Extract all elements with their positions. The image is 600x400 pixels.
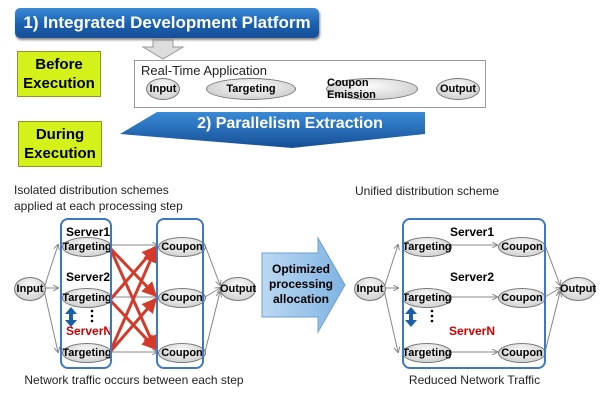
during-line1: During [35,126,85,143]
right-output-node: Output [560,277,596,301]
right-coupon-1: Coupon [498,237,546,257]
left-output-node: Output [220,277,256,301]
arrow-line1: Optimized [271,262,330,276]
right-unified-group [402,218,546,369]
before-execution-label: Before Execution [17,51,101,97]
right-input-node: Input [354,277,386,301]
node-input: Input [146,78,180,100]
left-targeting-n: Targeting [62,343,112,363]
integrated-development-platform-banner: 1) Integrated Development Platform [15,8,319,38]
node-coupon-emission: Coupon Emission [326,77,418,101]
arrow-line3: allocation [272,292,329,306]
node-targeting: Targeting [206,78,296,100]
parallelism-banner-shape [120,112,425,148]
during-execution-label: During Execution [18,121,102,167]
left-panel-title-2: applied at each processing step [14,199,183,213]
left-coupon-n: Coupon [158,343,206,363]
double-arrow-icon [65,307,77,327]
right-targeting-1: Targeting [402,237,452,257]
left-panel-title-1: Isolated distribution schemes [14,183,169,197]
right-coupon-2: Coupon [498,288,546,308]
left-panel-caption: Network traffic occurs between each step [24,373,244,387]
left-targeting-group [60,218,112,369]
left-coupon-1: Coupon [158,237,206,257]
left-targeting-2: Targeting [62,288,112,308]
left-server2-label: Server2 [66,270,111,284]
left-serverN-label: ServerN [66,324,113,338]
right-server1-label: Server1 [449,225,495,239]
right-targeting-2: Targeting [402,288,452,308]
network-traffic-arrows [108,245,158,353]
node-output: Output [436,78,480,100]
right-serverN-label: ServerN [448,324,496,338]
right-panel-title: Unified distribution scheme [355,184,500,198]
left-server1-label: Server1 [66,225,111,239]
right-coupon-n: Coupon [498,343,546,363]
optimized-allocation-text: Optimized processing allocation [264,262,338,307]
optimized-allocation-arrow [261,236,346,334]
double-arrow-icon [405,307,417,327]
left-input-node: Input [14,277,46,301]
real-time-application-panel: Real-Time Application [134,60,486,108]
real-time-application-title: Real-Time Application [141,63,267,78]
down-arrow-icon [141,39,185,60]
before-line1: Before [35,56,83,73]
right-server2-label: Server2 [449,270,495,284]
during-line2: Execution [24,145,96,162]
arrow-line2: processing [268,277,334,291]
before-line2: Execution [23,75,95,92]
left-coupon-2: Coupon [158,288,206,308]
left-coupon-group [156,218,204,369]
parallelism-extraction-label: 2) Parallelism Extraction [197,115,383,132]
right-panel-caption: Reduced Network Traffic [408,373,541,387]
